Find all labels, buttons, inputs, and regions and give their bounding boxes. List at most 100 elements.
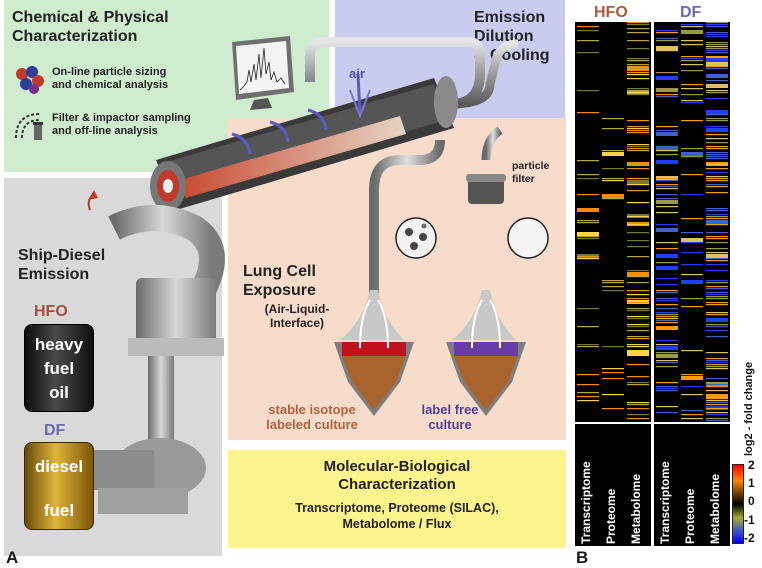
lung-title: Lung Cell Exposure [243,263,316,299]
heatmap-cell [681,100,703,102]
heatmap-cell [577,26,599,28]
heatmap-cell [706,176,728,178]
heatmap-cell [627,180,649,184]
chem-title: Chemical & Physical Characterization [12,9,169,45]
heatmap-cell [681,40,703,42]
heatmap-cell [602,194,624,198]
heatmap-cell [706,172,728,174]
panel-b-label: B [576,548,589,567]
heatmap-cell [577,238,599,240]
heatmap-cell [577,392,599,394]
heatmap-cell [656,126,678,128]
heatmap-cell [706,66,728,68]
heatmap-cell [577,208,599,212]
heatmap-cell [706,80,728,82]
lung-subtitle: (Air-Liquid- Interface) [264,302,330,330]
heatmap-cell [656,352,678,354]
heatmap-cell [656,188,678,190]
heatmap-cell [706,394,728,398]
heatmap-cell [656,40,678,42]
heatmap-cell [627,144,649,146]
heatmap-cell [577,308,599,310]
df-barrel-fuel: fuel [43,501,75,520]
heatmap-cell [577,236,599,238]
heatmap-cell [656,390,678,392]
heatmap-cell [706,32,728,34]
heatmap-cell [681,242,703,244]
heatmap-cell [627,414,649,416]
heatmap-cell [577,160,599,162]
heatmap-cell [627,74,649,76]
heatmap-cell [627,126,649,128]
heatmap-cell [627,298,649,300]
colorbar [732,464,744,544]
heatmap-cell [656,300,678,302]
heatmap-cell [627,48,649,50]
heatmap-cell [706,218,728,220]
heatmap-cell [602,368,624,370]
mol-region [228,450,566,548]
heatmap-cell [656,32,678,34]
heatmap-cell [577,258,599,260]
heatmap-cell [681,94,703,96]
heatmap-cell [706,134,728,136]
heatmap-cell [681,44,703,46]
heatmap-cell [627,232,649,234]
chem-offline-text: Filter & impactor sampling and off-line … [52,112,191,137]
dilution-tube [150,37,519,211]
heatmap-cell [627,224,649,226]
heatmap-cell [656,262,678,264]
heatmap-cell [706,184,728,186]
heatmap-cell [706,164,728,166]
heatmap-cell [706,412,728,414]
heatmap-cell [627,326,649,328]
heatmap-cell [706,24,728,26]
heatmap-cell [706,288,728,290]
heatmap-cell [681,238,703,242]
heatmap-cell [656,386,678,388]
heatmap-cell [627,22,649,24]
heatmap-cell [656,248,678,250]
heatmap-cell [656,284,678,286]
hfo-col-proteome: Proteome [604,488,618,544]
air-label: air [349,66,365,81]
heatmap-cell [706,192,728,194]
heatmap-cell [627,202,649,204]
heatmap-cell [627,184,649,186]
heatmap-cell [681,306,703,308]
particle-cluster-icon [16,66,44,94]
heatmap-cell [706,398,728,400]
heatmap-cell [627,276,649,278]
heatmap-cell [656,30,678,32]
heatmap-cell [706,34,728,36]
heatmap-cell [577,90,599,92]
monitor-icon [232,36,294,110]
heatmap-cell [681,102,703,104]
hfo-col-transcriptome: Transcriptome [579,461,593,544]
heatmap-cell [681,148,703,150]
heatmap-cell [706,414,728,416]
heatmap-cell [706,62,728,66]
heatmap-cell [627,60,649,62]
heatmap-cell [706,252,728,254]
heatmap-cell [577,178,599,180]
heatmap-cell [627,294,649,296]
heatmap-cell [706,408,728,410]
df-col-metabolome: Metabolome [708,473,722,544]
heatmap-cell [706,352,728,354]
heatmap-cell [706,336,728,338]
heatmap-cell [656,206,678,208]
heatmap-cell [706,384,728,386]
heatmap-cell [627,352,649,356]
heatmap-cell [706,298,728,300]
heatmap-cell [627,72,649,74]
heatmap-cell [706,254,728,258]
heatmap-cell [656,186,678,188]
heatmap-cell [627,164,649,166]
heatmap-cell [602,290,624,292]
heatmap-cell [627,190,649,192]
heatmap-cell [627,270,649,272]
heatmap-cell [656,224,678,226]
heatmap-cell [706,420,728,422]
heatmap-cell [681,70,703,72]
